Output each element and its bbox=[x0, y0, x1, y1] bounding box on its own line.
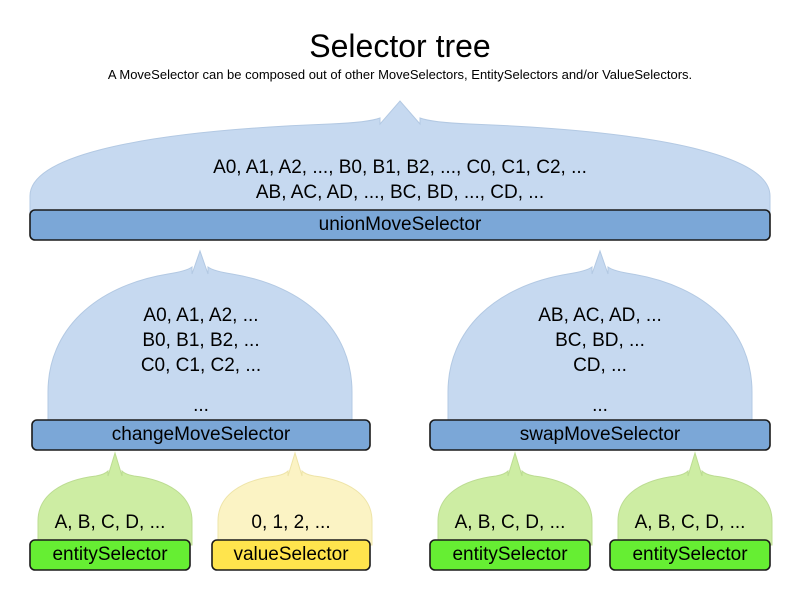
node-body-line: A, B, C, D, ... bbox=[54, 512, 166, 533]
entity-swap-right-label-bar bbox=[609, 539, 771, 571]
node-body-line: AB, AC, AD, ... bbox=[538, 305, 662, 326]
node-label-changeMoveSelector[interactable]: changeMoveSelector bbox=[32, 420, 370, 450]
entity-swap-right-dome-with-arrow bbox=[617, 451, 773, 546]
node-body-line: ... bbox=[193, 395, 209, 416]
node-body-valueSelector-change: 0, 1, 2, ... bbox=[212, 510, 370, 535]
diagram-subtitle: A MoveSelector can be composed out of ot… bbox=[107, 67, 693, 82]
node-shape-valueSelector-change bbox=[217, 451, 373, 546]
node-body-line: A, B, C, D, ... bbox=[634, 512, 746, 533]
node-body-entitySelector-change: A, B, C, D, ... bbox=[30, 510, 190, 535]
node-body-swapMoveSelector: AB, AC, AD, ... BC, BD, ... CD, ... ... bbox=[430, 303, 770, 418]
node-body-unionMoveSelector: A0, A1, A2, ..., B0, B1, B2, ..., C0, C1… bbox=[30, 155, 770, 205]
swap-dome-with-arrow bbox=[447, 249, 753, 425]
union-label-bar bbox=[29, 209, 771, 241]
node-label-entitySelector-swap-left[interactable]: entitySelector bbox=[430, 540, 590, 570]
node-label-swapMoveSelector[interactable]: swapMoveSelector bbox=[430, 420, 770, 450]
value-change-label-bar bbox=[211, 539, 371, 571]
node-body-line: AB, AC, AD, ..., BC, BD, ..., CD, ... bbox=[255, 182, 545, 203]
node-body-line: CD, ... bbox=[573, 355, 627, 376]
node-body-changeMoveSelector: A0, A1, A2, ... B0, B1, B2, ... C0, C1, … bbox=[32, 303, 370, 418]
node-label-entitySelector-swap-right[interactable]: entitySelector bbox=[610, 540, 770, 570]
node-shape-unionMoveSelector bbox=[29, 100, 771, 215]
entity-change-dome-with-arrow bbox=[37, 451, 193, 546]
node-body-line: B0, B1, B2, ... bbox=[142, 330, 260, 351]
node-shape-entitySelector-change bbox=[37, 451, 193, 546]
node-body-entitySelector-swap-left: A, B, C, D, ... bbox=[430, 510, 590, 535]
node-label-text: valueSelector bbox=[233, 544, 349, 565]
node-body-line: BC, BD, ... bbox=[555, 330, 645, 351]
change-dome-with-arrow bbox=[47, 249, 353, 425]
node-label-text: swapMoveSelector bbox=[519, 424, 681, 445]
node-label-text: entitySelector bbox=[52, 544, 168, 565]
node-body-line: A0, A1, A2, ..., B0, B1, B2, ..., C0, C1… bbox=[213, 157, 587, 178]
node-shape-changeMoveSelector bbox=[47, 249, 353, 425]
node-label-unionMoveSelector[interactable]: unionMoveSelector bbox=[30, 210, 770, 240]
node-shape-entitySelector-swap-left bbox=[437, 451, 593, 546]
value-change-dome-with-arrow bbox=[217, 451, 373, 546]
node-body-line: C0, C1, C2, ... bbox=[140, 355, 262, 376]
node-label-valueSelector-change[interactable]: valueSelector bbox=[212, 540, 370, 570]
node-body-line: A0, A1, A2, ... bbox=[143, 305, 259, 326]
entity-change-label-bar bbox=[29, 539, 191, 571]
node-body-line: ... bbox=[592, 395, 608, 416]
node-body-line: A, B, C, D, ... bbox=[454, 512, 566, 533]
node-body-entitySelector-swap-right: A, B, C, D, ... bbox=[610, 510, 770, 535]
node-body-line: 0, 1, 2, ... bbox=[251, 512, 331, 533]
entity-swap-left-label-bar bbox=[429, 539, 591, 571]
node-label-text: unionMoveSelector bbox=[318, 214, 482, 235]
change-label-bar bbox=[31, 419, 371, 451]
node-shape-entitySelector-swap-right bbox=[617, 451, 773, 546]
node-label-text: changeMoveSelector bbox=[111, 424, 291, 445]
node-label-text: entitySelector bbox=[452, 544, 568, 565]
node-label-entitySelector-change[interactable]: entitySelector bbox=[30, 540, 190, 570]
node-shape-swapMoveSelector bbox=[447, 249, 753, 425]
node-label-text: entitySelector bbox=[632, 544, 748, 565]
swap-label-bar bbox=[429, 419, 771, 451]
entity-swap-left-dome-with-arrow bbox=[437, 451, 593, 546]
diagram-title: Selector tree bbox=[309, 28, 491, 64]
union-dome-with-arrow bbox=[29, 100, 771, 215]
